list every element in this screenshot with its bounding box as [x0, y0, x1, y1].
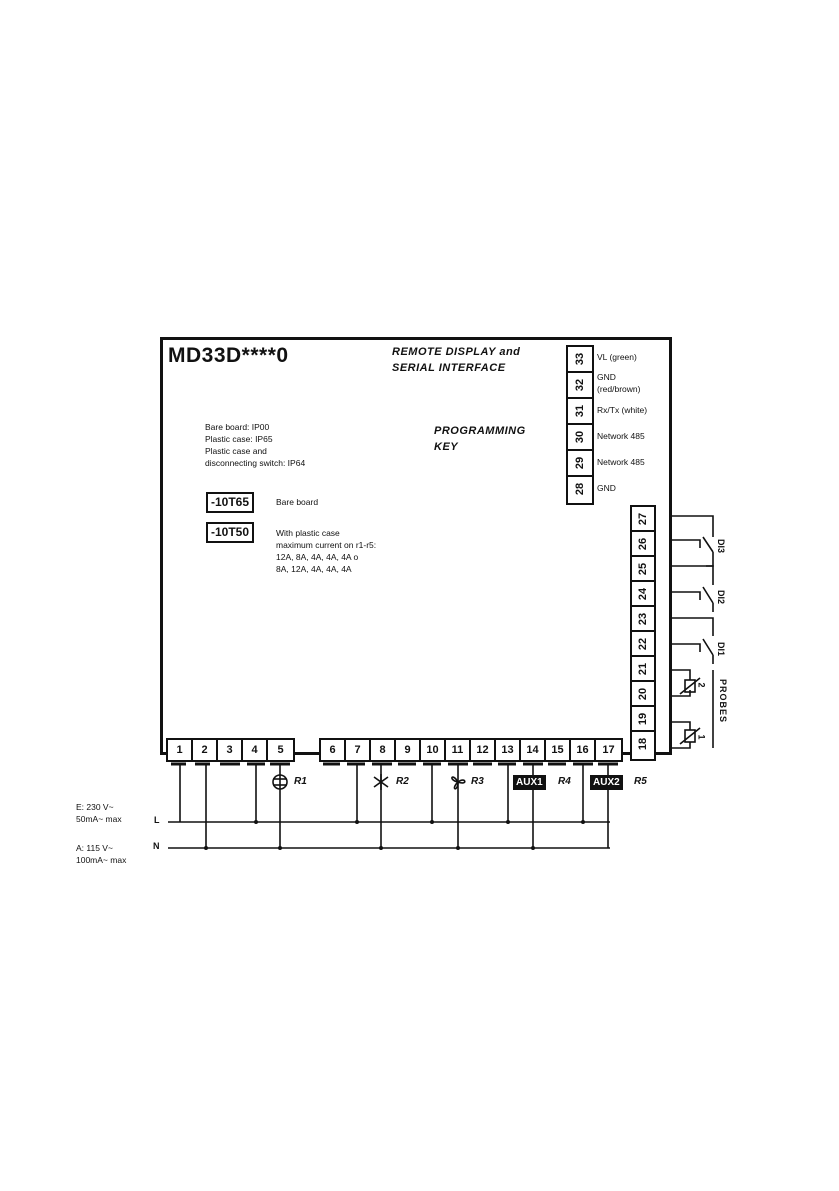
terminal-8: 8 [371, 740, 396, 760]
terminal-25: 25 [632, 557, 654, 582]
protection-line: Plastic case: IP65 [205, 434, 273, 444]
terminal-16: 16 [571, 740, 596, 760]
terminal-3: 3 [218, 740, 243, 760]
terminal-4: 4 [243, 740, 268, 760]
terminal-18: 18 [637, 737, 649, 750]
terminal-24: 24 [632, 582, 654, 607]
terminal-15: 15 [546, 740, 571, 760]
serial-terminal-strip: 33 32 31 30 29 28 [566, 345, 594, 505]
variant-code-1: -10T65 [206, 492, 255, 513]
relay-label-r2: R2 [396, 776, 409, 787]
terminal-5: 5 [277, 744, 284, 756]
probes-label: PROBES [718, 678, 729, 724]
terminal-31: 31 [568, 399, 592, 425]
terminal-7: 7 [346, 740, 371, 760]
serial-label-32: GND (red/brown) [597, 372, 641, 394]
serial-label-31: Rx/Tx (white) [597, 405, 648, 415]
input-label-di1: DI1 [716, 641, 727, 657]
input-label-di2: DI2 [716, 589, 727, 605]
relay-label-r1: R1 [294, 776, 307, 787]
terminal-13: 13 [496, 740, 521, 760]
power-a-line2: 100mA~ max [76, 855, 127, 865]
defrost-icon [373, 774, 389, 790]
terminal-32: 32 [568, 373, 592, 399]
terminal-28: 28 [574, 482, 586, 496]
side-terminal-strip: 27 26 25 24 23 22 21 20 19 18 [630, 505, 656, 761]
terminal-9: 9 [396, 740, 421, 760]
terminal-23: 23 [632, 607, 654, 632]
programming-key-label-2: KEY [434, 441, 459, 453]
variant-desc-line: 12A, 8A, 4A, 4A, 4A o [276, 552, 359, 562]
probe-label-2: 2 [696, 682, 707, 688]
variant-desc-1: Bare board [276, 497, 319, 507]
variant-desc-line: maximum current on r1-r5: [276, 540, 377, 550]
power-e-line1: E: 230 V~ [76, 802, 114, 812]
relay-label-r3: R3 [471, 776, 484, 787]
protection-notes: Bare board: IP00 Plastic case: IP65 Plas… [205, 421, 395, 469]
terminal-14: 14 [521, 740, 546, 760]
terminal-1: 1 [168, 740, 193, 760]
bottom-terminal-strip-right: 6 7 8 9 10 11 12 13 14 15 16 17 [319, 738, 623, 762]
terminal-22: 22 [632, 632, 654, 657]
terminal-11: 11 [446, 740, 471, 760]
fan-icon [451, 776, 466, 790]
serial-label-29: Network 485 [597, 457, 645, 467]
terminal-26: 26 [632, 532, 654, 557]
serial-label-30: Network 485 [597, 431, 645, 441]
compressor-icon [272, 774, 288, 790]
power-e-line2: 50mA~ max [76, 814, 122, 824]
line-label-n: N [153, 841, 160, 851]
terminal-2: 2 [193, 740, 218, 760]
terminal-27: 27 [632, 507, 654, 532]
terminal-17: 17 [602, 744, 615, 756]
serial-label-28: GND [597, 483, 616, 493]
terminal-12: 12 [471, 740, 496, 760]
remote-display-label-2: SERIAL INTERFACE [392, 362, 506, 374]
terminal-10: 10 [421, 740, 446, 760]
model-title: MD33D****0 [168, 344, 289, 367]
terminal-20: 20 [632, 682, 654, 707]
relay-label-r5: R5 [634, 776, 647, 787]
relay-label-r4: R4 [558, 776, 571, 787]
terminal-33: 33 [568, 347, 592, 373]
serial-label-33: VL (green) [597, 352, 637, 362]
protection-line: Bare board: IP00 [205, 422, 270, 432]
variant-desc-2: With plastic case maximum current on r1-… [276, 527, 446, 575]
variant-code-2: -10T50 [206, 522, 255, 543]
terminal-19: 19 [632, 707, 654, 732]
terminal-21: 21 [632, 657, 654, 682]
bottom-terminal-strip-left: 1 2 3 4 5 [166, 738, 295, 762]
variant-desc-line: 8A, 12A, 4A, 4A, 4A [276, 564, 352, 574]
variant-desc-line: With plastic case [276, 528, 340, 538]
input-label-di3: DI3 [716, 538, 727, 554]
terminal-6: 6 [321, 740, 346, 760]
terminal-29: 29 [568, 451, 592, 477]
power-a-line1: A: 115 V~ [76, 843, 113, 853]
programming-key-label-1: PROGRAMMING [434, 425, 526, 437]
protection-line: disconnecting switch: IP64 [205, 458, 306, 468]
aux2-badge: AUX2 [590, 775, 623, 790]
aux1-badge: AUX1 [513, 775, 546, 790]
remote-display-label-1: REMOTE DISPLAY and [392, 346, 521, 358]
line-label-l: L [154, 815, 160, 825]
probe-label-1: 1 [696, 734, 707, 740]
terminal-30: 30 [568, 425, 592, 451]
protection-line: Plastic case and [205, 446, 267, 456]
